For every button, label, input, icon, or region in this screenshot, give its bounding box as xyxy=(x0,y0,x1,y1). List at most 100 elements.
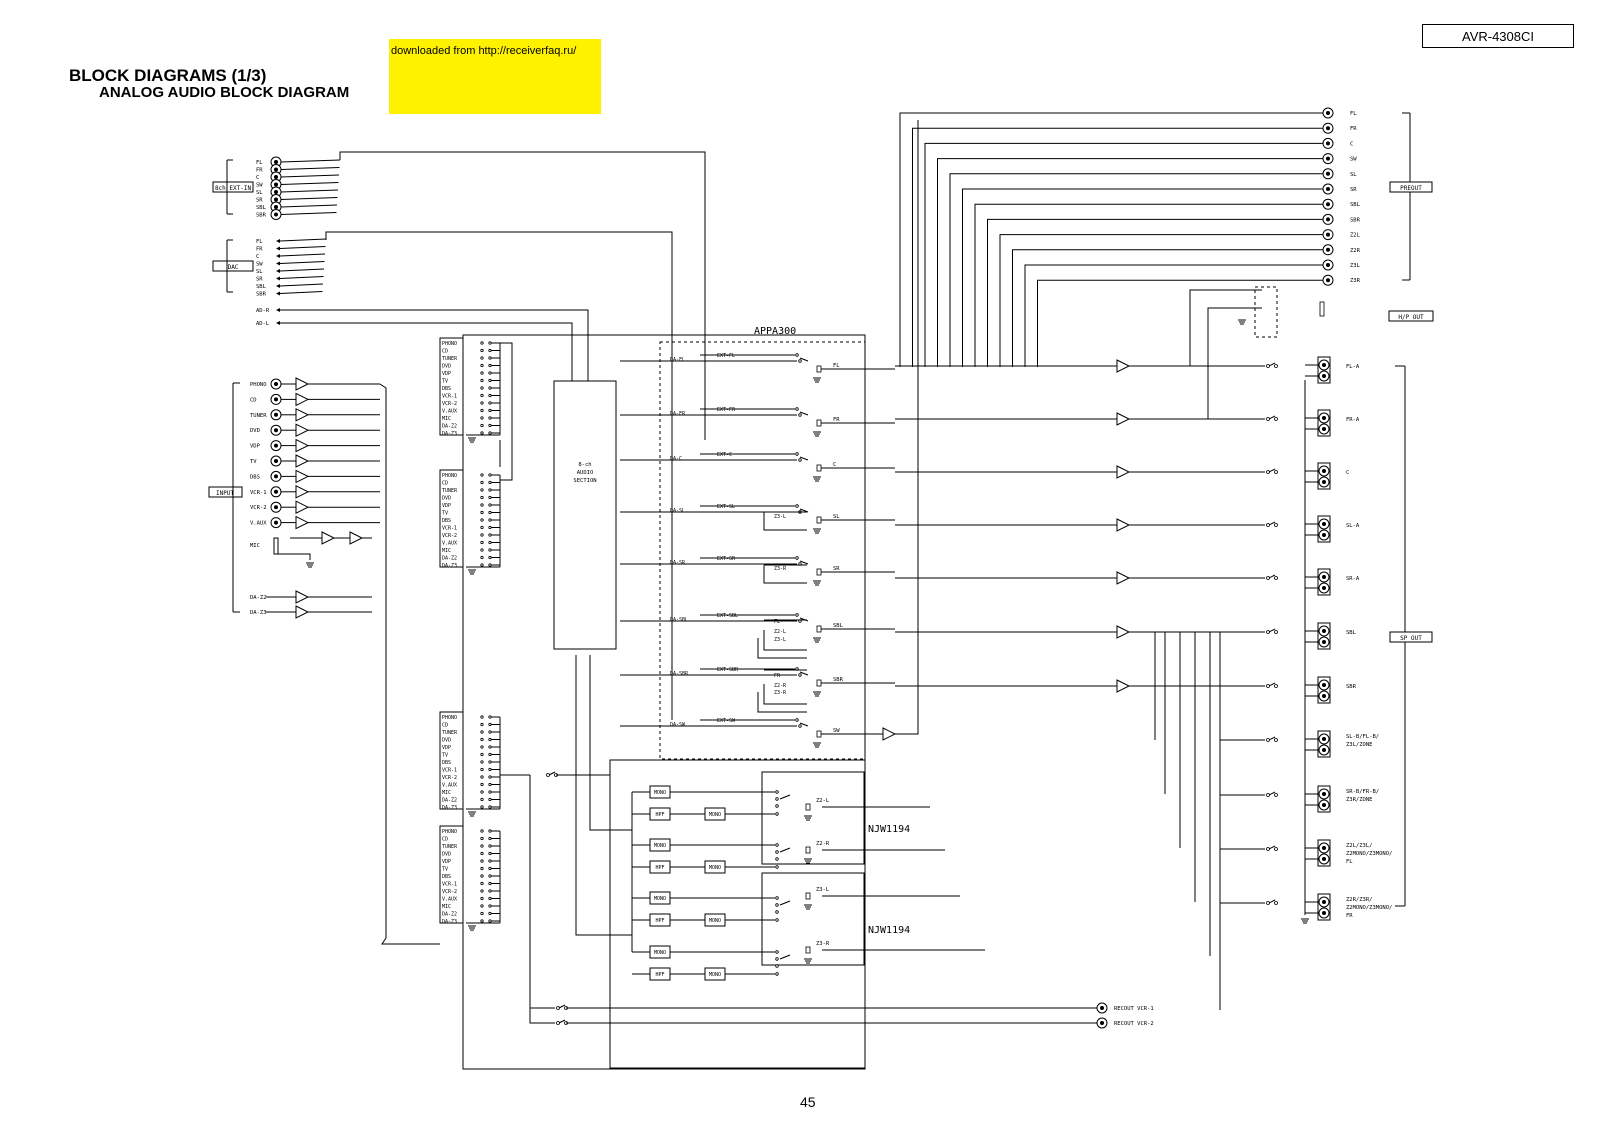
selector-label: PHONO xyxy=(442,341,457,347)
dac-channel-label: SW xyxy=(256,262,263,268)
node xyxy=(480,752,484,757)
ext-in-channel-label: FR xyxy=(256,168,263,174)
preout-channel-label: Z3L xyxy=(1350,263,1361,269)
preout-jack-center xyxy=(1326,111,1330,115)
wire xyxy=(937,158,1323,367)
wire xyxy=(779,954,791,960)
speaker-relay xyxy=(1268,845,1276,850)
wire xyxy=(763,630,807,651)
node xyxy=(798,724,802,728)
selector-label: MIC xyxy=(442,790,451,796)
volume-ic xyxy=(816,365,822,373)
node xyxy=(488,393,492,398)
selector-label: CD xyxy=(442,349,448,355)
switch xyxy=(558,1019,566,1024)
node xyxy=(795,353,799,357)
selector-label: MIC xyxy=(442,416,451,422)
node xyxy=(488,805,492,809)
arrow xyxy=(276,239,280,243)
dac-box xyxy=(212,260,254,272)
wire xyxy=(279,276,324,279)
node xyxy=(798,413,802,417)
ext-in-channel-label: C xyxy=(256,175,259,181)
volume-ic xyxy=(816,516,822,524)
node xyxy=(480,495,484,500)
node xyxy=(480,730,484,734)
node xyxy=(480,503,484,507)
node xyxy=(775,918,779,922)
node xyxy=(488,356,492,360)
ext-in-channel-label: SR xyxy=(256,198,263,204)
hp-out-label: H/P OUT xyxy=(1398,314,1424,321)
wire xyxy=(279,238,327,242)
node xyxy=(480,548,484,552)
node xyxy=(488,495,492,500)
node xyxy=(775,857,779,861)
node xyxy=(480,473,484,477)
hp-out-box xyxy=(1388,310,1434,322)
node xyxy=(488,904,492,908)
speaker-relay xyxy=(1268,899,1276,904)
speaker-jack-center xyxy=(1322,522,1326,526)
node xyxy=(480,911,484,916)
appa-da-label: DA-SBR xyxy=(670,671,689,677)
audio-section-label: 8-ch xyxy=(578,462,591,468)
ext-in-channel-label: SBL xyxy=(256,205,267,211)
volume-ic xyxy=(816,730,822,738)
input-jack-center xyxy=(274,412,278,417)
selector-label: DBS xyxy=(442,874,451,880)
appa-title: APPA300 xyxy=(754,326,796,337)
arrow xyxy=(276,276,280,281)
input-source-label: V.AUX xyxy=(250,521,267,527)
node xyxy=(798,458,802,462)
buffer-amp xyxy=(295,454,310,468)
selector-label: VCR-1 xyxy=(442,768,457,774)
audio-section-label: SECTION xyxy=(573,478,596,484)
speaker-relay xyxy=(1274,523,1278,527)
node xyxy=(488,548,492,552)
preout-jack-center xyxy=(1326,232,1330,237)
node xyxy=(775,957,779,961)
wire xyxy=(279,291,323,294)
sp-out-channel-label: FL-A xyxy=(1346,364,1360,370)
node xyxy=(488,790,492,794)
ext-in-jack-center xyxy=(274,160,278,164)
speaker-jack-center xyxy=(1322,748,1326,752)
node xyxy=(480,401,484,405)
input-jack-center xyxy=(274,505,278,510)
dac-channel-label: C xyxy=(256,254,259,260)
speaker-jack-center xyxy=(1322,575,1326,579)
selector-label: VCR-2 xyxy=(442,889,457,895)
speaker-relay xyxy=(1274,364,1278,368)
node xyxy=(480,356,484,360)
speaker-relay xyxy=(1268,415,1276,420)
selector-label: CD xyxy=(442,723,448,729)
wire xyxy=(974,203,1323,367)
speaker-relay xyxy=(1274,576,1278,580)
wire xyxy=(962,188,1323,367)
speaker-relay xyxy=(1268,628,1276,633)
buffer-amp xyxy=(882,727,897,741)
node xyxy=(488,416,492,420)
appa-ext-label: EXT-SR xyxy=(717,556,736,562)
node xyxy=(488,836,492,841)
buffer-amp xyxy=(1116,679,1131,693)
node xyxy=(480,371,484,375)
node xyxy=(480,836,484,841)
speaker-jack-center xyxy=(1322,911,1326,915)
node xyxy=(488,715,492,719)
dac-label: DAC xyxy=(228,264,239,271)
node xyxy=(775,896,779,900)
ext-in-jack-center xyxy=(274,197,278,202)
buffer-amp xyxy=(295,590,310,604)
model-number: AVR-4308CI xyxy=(1422,24,1574,48)
speaker-relay xyxy=(1274,417,1278,421)
wire xyxy=(278,553,311,560)
wire xyxy=(799,560,809,565)
wire xyxy=(280,182,339,185)
appa-ext-label: EXT-FL xyxy=(717,353,735,359)
sp-out-channel-label: FR xyxy=(1346,913,1353,919)
speaker-relay xyxy=(1268,574,1276,579)
selector-label: TUNER xyxy=(442,356,458,362)
arrow xyxy=(276,254,280,258)
